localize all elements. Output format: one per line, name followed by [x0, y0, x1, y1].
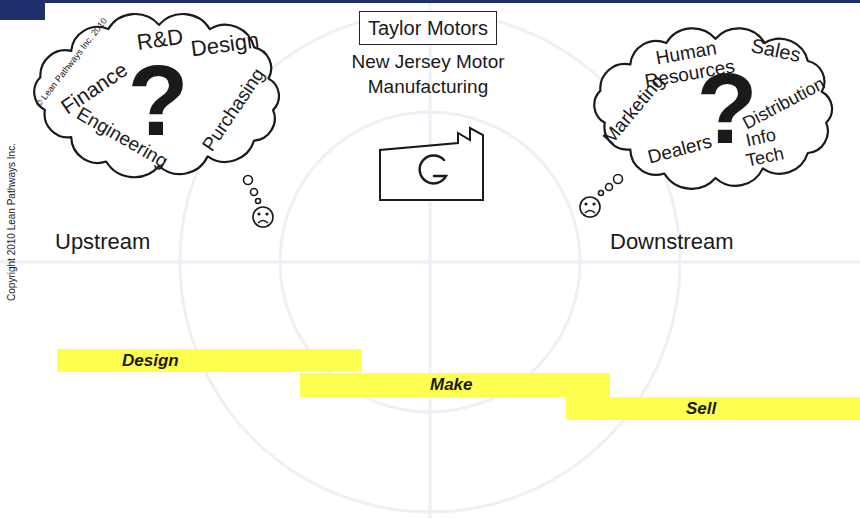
- thought-bubble: [251, 189, 258, 196]
- subtitle-text: New Jersey Motor Manufacturing: [338, 50, 518, 99]
- face-frown: [258, 221, 268, 224]
- cloud-shape: [34, 14, 279, 177]
- sad-face: [253, 207, 273, 227]
- stream-label: Downstream: [610, 228, 733, 257]
- header-rule: [0, 0, 860, 3]
- stream-label: Upstream: [55, 228, 150, 257]
- thought-cloud: Human ResourcesSalesMarketingDistributio…: [588, 22, 843, 192]
- face-eye: [585, 203, 587, 205]
- thought-bubble: [244, 176, 253, 185]
- header-block: [0, 0, 45, 20]
- title-text: Taylor Motors: [368, 15, 488, 41]
- factory-outline: [380, 128, 483, 200]
- question-mark: ?: [127, 50, 188, 150]
- face-eye: [593, 203, 595, 205]
- factory-icon: [380, 128, 483, 200]
- stage-band: Make: [300, 373, 610, 397]
- thought-bubble: [599, 191, 604, 196]
- cycle-symbol: [420, 155, 446, 183]
- thought-trail-right: [580, 175, 623, 218]
- band-label: Design: [57, 349, 362, 372]
- title-box: Taylor Motors: [359, 11, 497, 45]
- face-frown: [585, 211, 595, 214]
- thought-bubble: [606, 184, 613, 191]
- thought-bubble: [614, 175, 623, 184]
- stage-band: Design: [57, 349, 362, 372]
- face-eye: [258, 213, 260, 215]
- thought-cloud: R&DDesignFinancePurchasingEngineering?© …: [28, 8, 290, 180]
- band-label: Make: [300, 373, 610, 397]
- question-mark: ?: [696, 58, 757, 158]
- face-eye: [266, 213, 268, 215]
- thought-bubble: [256, 199, 261, 204]
- thought-trail-left: [244, 176, 274, 228]
- band-label: Sell: [566, 397, 860, 420]
- copyright-vertical: Copyright 2010 Lean Pathways Inc.: [5, 143, 18, 301]
- cloud-shape: [594, 28, 832, 189]
- sad-face: [580, 197, 600, 217]
- watermark-line: [0, 261, 860, 264]
- stage-band: Sell: [566, 397, 860, 420]
